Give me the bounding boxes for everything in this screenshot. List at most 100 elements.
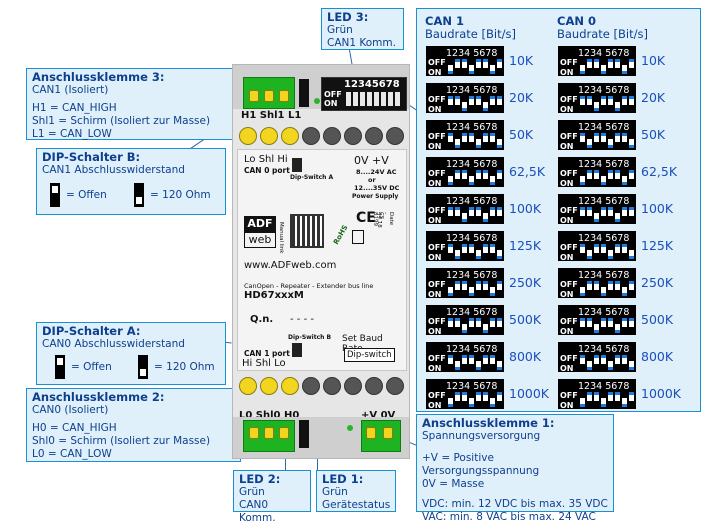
dip-key-icon <box>601 176 606 185</box>
can0-title: CAN 0 <box>557 14 596 28</box>
dip-key-icon <box>629 170 634 179</box>
baudrate-value-label: 500K <box>509 312 542 327</box>
dip-key-icon <box>587 59 592 68</box>
led1-desc: Gerätestatus <box>322 499 391 511</box>
dip-key-icon <box>346 92 351 106</box>
dip-key-icon <box>601 355 606 364</box>
cert-date: Date - 44.18 <box>376 212 394 228</box>
baudrate-value-label: 125K <box>509 238 542 253</box>
rohs-mark: RoHS <box>332 223 350 246</box>
dip-key-icon <box>580 96 585 105</box>
dip-key-icon <box>594 59 599 68</box>
dip-key-icon <box>469 244 474 253</box>
dip-key-icon <box>622 287 627 296</box>
dip-on-label: ON <box>428 327 442 336</box>
baudrate-value-label: 250K <box>509 275 542 290</box>
dip-key-icon <box>587 281 592 290</box>
qr-code-icon <box>290 214 324 248</box>
dip-key-icon <box>629 250 634 259</box>
dip-key-icon <box>601 287 606 296</box>
dip-key-icon <box>483 59 488 68</box>
dip-key-icon <box>448 176 453 185</box>
baudrate-value-label: 800K <box>641 349 674 364</box>
dip-key-icon <box>615 244 620 253</box>
can0-port-pins: Lo Shl Hi <box>244 154 288 165</box>
dip-key-icon <box>469 318 474 327</box>
dip-on-label: ON <box>560 401 574 410</box>
dip-key-icon <box>587 96 592 105</box>
dip-key-icon <box>580 176 585 185</box>
dip-key-icon <box>483 244 488 253</box>
dip-off-label: OFF <box>428 280 446 289</box>
terminal3-subtitle: CAN1 (Isoliert) <box>32 84 109 96</box>
qn-value: - - - - <box>290 314 314 325</box>
dip-on-label: ON <box>428 179 442 188</box>
baudrate-value-label: 20K <box>509 90 534 105</box>
qn-label: Q.n. <box>250 314 274 325</box>
dip-off-label: OFF <box>428 354 446 363</box>
dip-key-icon <box>490 355 495 364</box>
baudrate-value-label: 10K <box>641 53 666 68</box>
dipswitch-a-title: DIP-Schalter A: <box>42 324 141 338</box>
dip-key-icon <box>462 281 467 290</box>
dip-off-label: OFF <box>560 206 578 215</box>
dip-numbers: 1234 5678 <box>578 233 630 244</box>
terminal3-line: L1 = CAN_LOW <box>32 128 112 140</box>
dipswitch-a-subtitle: CAN0 Abschlusswiderstand <box>42 338 185 350</box>
dip-key-icon <box>455 59 460 68</box>
dip-key-icon <box>448 318 453 327</box>
dip-key-icon <box>615 213 620 222</box>
terminal-screw-icon <box>239 127 257 145</box>
terminal3-label-box: Anschlussklemme 3: CAN1 (Isoliert) H1 = … <box>26 68 241 140</box>
dip-numbers: 1234 5678 <box>446 233 498 244</box>
dip-numbers: 1234 5678 <box>578 270 630 281</box>
terminal2-pin-labels: L0 Shl0 H0 <box>239 410 300 421</box>
dip-key-icon <box>497 170 502 179</box>
dip-on-label: ON <box>560 290 574 299</box>
led2-desc: CAN0 Komm. <box>239 499 276 524</box>
terminal-screw-icon <box>260 127 278 145</box>
dip-key-icon <box>462 102 467 111</box>
dip-key-icon <box>476 281 481 290</box>
dip-numbers: 1234 5678 <box>578 381 630 392</box>
dip-key-icon <box>483 102 488 111</box>
dip-key-icon <box>629 139 634 148</box>
dip-key-icon <box>608 361 613 370</box>
can1-baud-subtitle: Baudrate [Bit/s] <box>425 27 516 41</box>
dip-key-icon <box>629 59 634 68</box>
dip-key-icon <box>629 318 634 327</box>
dip-key-icon <box>629 96 634 105</box>
terminal-screw-icon <box>383 427 393 439</box>
baudrate-value-label: 1000K <box>641 386 682 401</box>
dip-key-icon <box>608 250 613 259</box>
dip-on-label: ON <box>428 401 442 410</box>
dip-key-icon <box>601 398 606 407</box>
dip-key-icon <box>615 281 620 290</box>
dip-numbers: 1234 5678 <box>446 122 498 133</box>
dip-key-icon <box>622 398 627 407</box>
dip-key-icon <box>469 287 474 296</box>
dip-key-icon <box>455 281 460 290</box>
dipswitch-a-open-label: = Offen <box>71 361 112 373</box>
baud-dip-on: ON <box>324 99 338 108</box>
dip-key-icon <box>490 398 495 407</box>
terminal-screw-icon <box>279 90 289 102</box>
dip-key-icon <box>476 170 481 179</box>
terminal-screw-icon <box>279 427 289 439</box>
dip-key-icon <box>469 398 474 407</box>
terminal2-line: H0 = CAN_HIGH <box>32 422 117 434</box>
manual-link-label: Manual link <box>278 222 284 254</box>
dip-on-label: ON <box>560 364 574 373</box>
terminal1-label-box: Anschlussklemme 1: Spannungsversorgung +… <box>416 414 614 523</box>
dip-key-icon <box>622 176 627 185</box>
led1-color: Grün <box>322 486 348 498</box>
dip-key-icon <box>580 355 585 364</box>
terminal1-line: 0V = Masse <box>422 478 485 490</box>
